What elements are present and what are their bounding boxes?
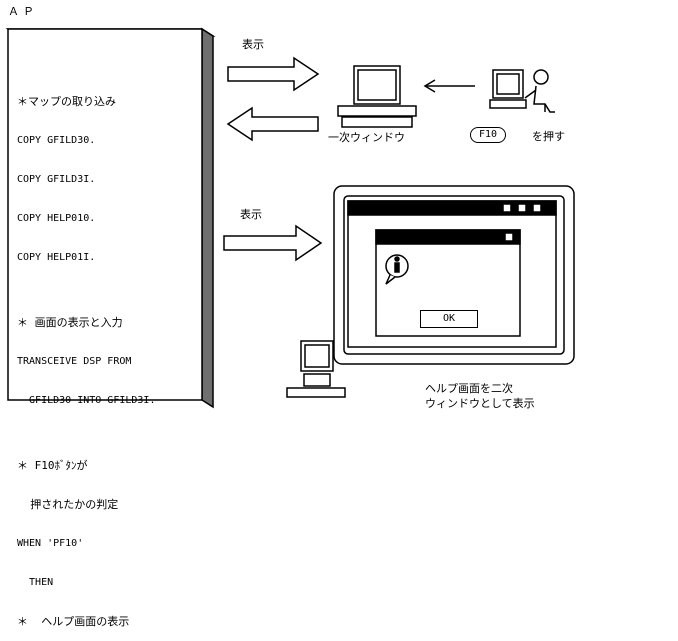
terminal-caption: 一次ウィンドウ: [328, 131, 405, 144]
display-label-bottom: 表示: [240, 208, 262, 221]
display-label-top: 表示: [242, 38, 264, 51]
code-line: COPY GFILD30.: [17, 135, 96, 146]
code-line: WHEN 'PF10': [17, 538, 84, 549]
code-line: THEN: [17, 577, 54, 588]
code-line: ＊マップの取り込み: [17, 95, 116, 108]
terminal-icon: [337, 65, 417, 128]
arrow-right-bottom: [223, 224, 323, 262]
code-line: TRANSCEIVE DSP FROM: [17, 356, 132, 367]
f10-key: F10: [470, 127, 507, 143]
help-caption-line1: ヘルプ画面を二次: [425, 382, 513, 395]
code-line: 押されたかの判定: [17, 498, 119, 511]
key-action-label: を押す: [532, 130, 565, 143]
monitor-icon: [333, 185, 575, 365]
program-box: [5, 27, 216, 409]
program-listing: ＊マップの取り込み COPY GFILD30. COPY GFILD3I. CO…: [17, 69, 155, 641]
help-caption-line2: ウィンドウとして表示: [425, 397, 535, 410]
arrow-operator-to-terminal: [423, 79, 475, 93]
ok-button[interactable]: OK: [420, 310, 478, 328]
info-icon: [385, 254, 409, 285]
code-line: GFILD30 INTO GFILD3I.: [17, 395, 156, 406]
operator-icon: [489, 69, 555, 113]
code-line: ＊ ヘルプ画面の表示: [17, 615, 130, 628]
code-line: COPY HELP01I.: [17, 252, 96, 263]
arrow-right-top: [227, 56, 320, 92]
code-line: ＊ 画面の表示と入力: [17, 316, 123, 329]
ap-label: ＡＰ: [8, 5, 38, 18]
code-line: COPY GFILD3I.: [17, 174, 96, 185]
arrow-left-top: [226, 106, 319, 142]
pc-icon: [286, 340, 346, 398]
diagram-canvas: [5, 27, 575, 409]
code-line: COPY HELP010.: [17, 213, 96, 224]
code-line: ＊ F10ﾎﾞﾀﾝが: [17, 459, 88, 472]
